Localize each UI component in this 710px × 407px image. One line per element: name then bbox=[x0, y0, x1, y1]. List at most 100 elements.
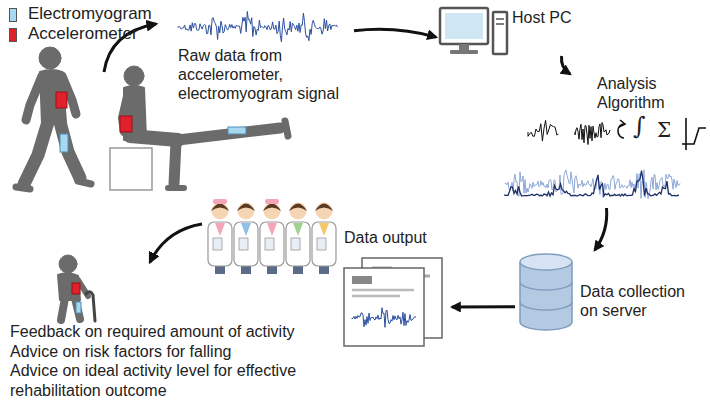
seated-person bbox=[178, 128, 280, 140]
staff-hair bbox=[211, 204, 229, 212]
accelerometer-sensor bbox=[56, 92, 67, 108]
legend-swatch bbox=[9, 8, 17, 22]
seated-person bbox=[168, 185, 184, 191]
node-label: Raw data from accelerometer, electromyog… bbox=[178, 46, 352, 103]
signal-icons bbox=[528, 120, 610, 144]
raw-waveform bbox=[178, 12, 338, 42]
database-icon bbox=[520, 282, 572, 310]
computer-icon bbox=[440, 8, 488, 44]
white-coat bbox=[260, 222, 284, 266]
signal-icon bbox=[528, 120, 558, 141]
processed-waveform bbox=[505, 170, 680, 199]
document-waveform bbox=[352, 308, 416, 328]
clipboard bbox=[265, 238, 274, 250]
math-symbol: ∫ bbox=[633, 112, 653, 140]
clipboard bbox=[213, 238, 222, 250]
annotation: Feedback on required amount of activity bbox=[10, 322, 360, 342]
walking-person bbox=[16, 187, 30, 189]
chair bbox=[110, 148, 152, 190]
walking-person bbox=[60, 122, 80, 178]
document-icon bbox=[344, 268, 424, 346]
nurse-cap bbox=[213, 199, 227, 204]
emg-sensor bbox=[60, 134, 68, 152]
node-region: Data output bbox=[336, 226, 452, 350]
seated-person bbox=[124, 66, 144, 86]
flow-arrow bbox=[150, 224, 202, 262]
legend-swatch bbox=[9, 28, 17, 42]
staff-hair bbox=[289, 204, 307, 212]
scrubs bbox=[215, 223, 225, 236]
processed-waveform bbox=[505, 170, 680, 199]
staff-head bbox=[238, 203, 255, 220]
flow-arrow bbox=[354, 29, 436, 37]
white-coat bbox=[312, 222, 336, 266]
emg-sensor bbox=[228, 127, 246, 134]
step-function-icon bbox=[682, 118, 706, 150]
clipboard bbox=[291, 238, 300, 250]
node-label: Data output bbox=[344, 228, 448, 247]
patient-with-cane bbox=[75, 298, 80, 319]
accelerometer-sensor bbox=[120, 116, 132, 132]
walking-person bbox=[24, 122, 48, 184]
seated-person bbox=[130, 136, 178, 140]
clipboard bbox=[317, 238, 326, 250]
node-region: Analysis Algorithm bbox=[505, 74, 708, 208]
emg-sensor bbox=[76, 302, 81, 313]
computer-icon bbox=[496, 19, 504, 24]
patient-with-cane bbox=[86, 292, 95, 321]
walking-person bbox=[39, 47, 61, 69]
flow-arrow bbox=[561, 56, 570, 74]
scrubs bbox=[319, 223, 329, 236]
computer-icon bbox=[450, 50, 478, 54]
node-label: Data collection on server bbox=[580, 282, 702, 320]
computer-icon bbox=[459, 44, 469, 50]
white-coat bbox=[208, 222, 232, 266]
annotation: Advice on ideal activity level for effec… bbox=[10, 361, 355, 400]
walking-person bbox=[26, 76, 42, 120]
patient-with-cane bbox=[59, 255, 77, 273]
document-icon bbox=[352, 290, 414, 296]
clipboard bbox=[239, 238, 248, 250]
document-icon bbox=[344, 258, 442, 346]
signal-icon bbox=[575, 123, 610, 145]
computer-icon bbox=[440, 8, 507, 54]
node-region: Data collection on server bbox=[515, 250, 705, 336]
staff-hair bbox=[263, 204, 281, 212]
node-label: Analysis Algorithm bbox=[597, 74, 705, 112]
raw-waveform bbox=[178, 12, 338, 42]
accelerometer-sensor bbox=[72, 283, 80, 294]
node-region: Raw data from accelerometer, electromyog… bbox=[176, 6, 354, 105]
flow-arrow bbox=[595, 208, 607, 250]
database-icon bbox=[520, 254, 572, 270]
staff-head bbox=[290, 203, 307, 220]
database-icon bbox=[520, 254, 572, 330]
nurse-cap bbox=[265, 199, 279, 204]
annotation: Advice on risk factors for falling bbox=[10, 342, 360, 362]
math-symbol: Σ bbox=[657, 118, 677, 142]
legend-text: Electromyogram bbox=[28, 4, 152, 24]
white-coat bbox=[286, 222, 310, 266]
staff-hair bbox=[237, 204, 255, 212]
patient-with-cane bbox=[61, 298, 65, 320]
patient-with-cane bbox=[58, 255, 95, 321]
node-label: Host PC bbox=[512, 8, 578, 27]
walking-person bbox=[78, 181, 91, 184]
loop-icon bbox=[619, 120, 625, 127]
computer-icon bbox=[445, 13, 483, 39]
legend-text: Accelerometer bbox=[28, 24, 138, 44]
seated-person bbox=[285, 121, 288, 136]
seated-person bbox=[174, 142, 176, 184]
document-waveform bbox=[352, 308, 416, 328]
seated-person bbox=[122, 66, 288, 188]
processed-waveform bbox=[505, 171, 679, 197]
medical-staff bbox=[208, 199, 336, 274]
flow-arrow bbox=[452, 305, 515, 308]
computer-icon bbox=[493, 12, 507, 54]
document-icon bbox=[352, 276, 372, 284]
scrubs bbox=[241, 223, 251, 236]
node-region: Host PC bbox=[436, 2, 582, 56]
staff-head bbox=[212, 203, 229, 220]
walking-person bbox=[16, 47, 91, 189]
database-icon bbox=[520, 262, 572, 330]
